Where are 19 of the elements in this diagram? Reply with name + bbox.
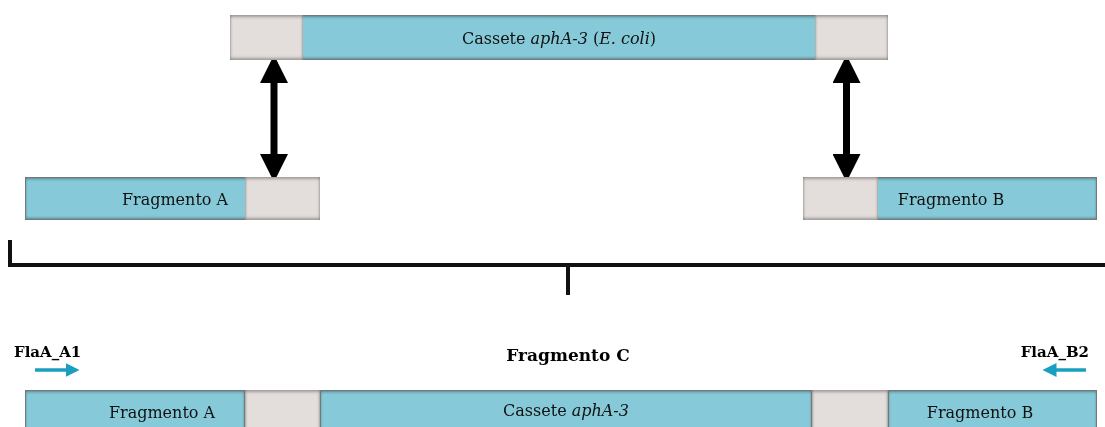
segment-label: Fragmento B <box>897 189 1005 209</box>
segment-label: Cassete aphA-3 <box>503 400 629 420</box>
dna-fragment-bar <box>803 177 1097 220</box>
overlap-segment <box>230 15 303 60</box>
dna-fragment-bar <box>25 177 320 220</box>
overlap-segment <box>245 390 320 427</box>
overlap-segment <box>812 390 888 427</box>
overlap-segment <box>245 177 320 220</box>
fragment-title: Fragmento C <box>506 345 630 365</box>
primer-label: FlaA_B2 <box>1020 343 1089 361</box>
segment-label: Fragmento A <box>121 189 229 209</box>
dna-fragment-bar <box>230 15 888 60</box>
overlap-segment <box>815 15 888 60</box>
segment-label: Fragmento B <box>926 402 1034 422</box>
overlap-segment <box>803 177 878 220</box>
segment-label: Fragmento A <box>108 402 216 422</box>
primer-label: FlaA_A1 <box>14 343 82 361</box>
dna-fragment-bar <box>320 390 812 427</box>
segment-label: Cassete aphA-3 (E. coli) <box>461 28 657 48</box>
